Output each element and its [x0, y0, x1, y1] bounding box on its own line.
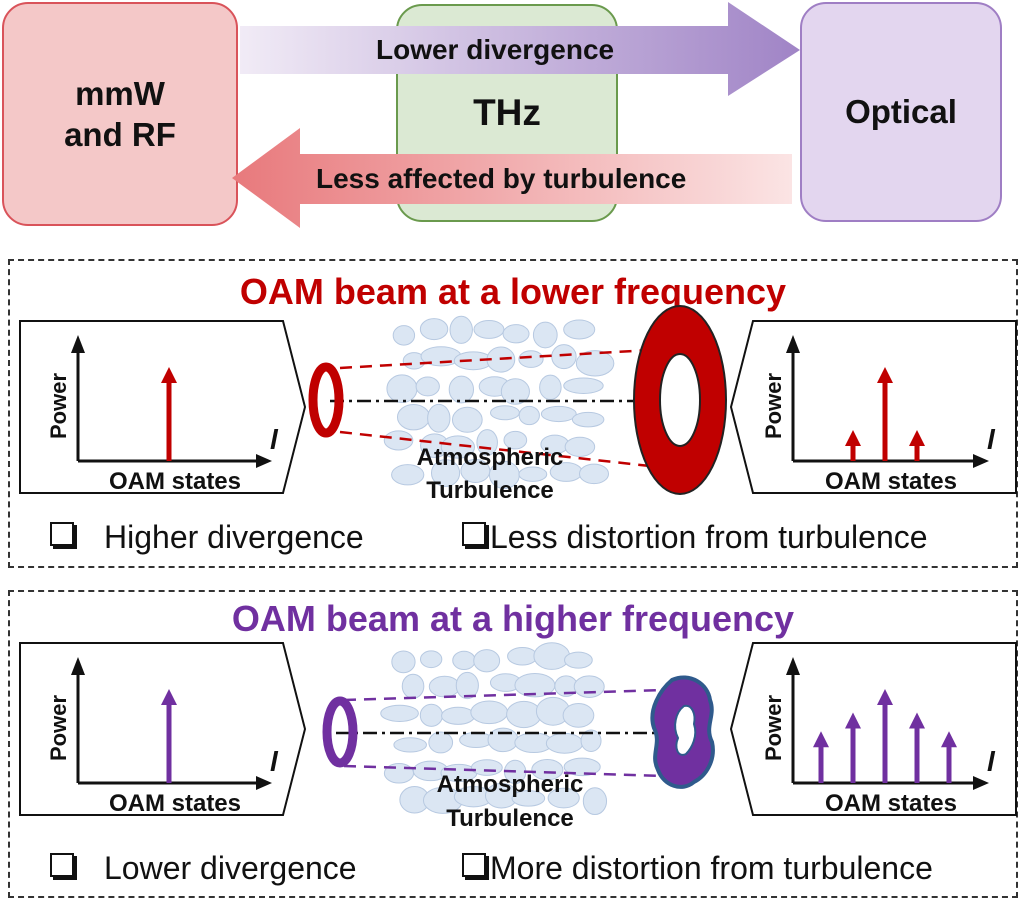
checkbox-icon — [50, 853, 74, 877]
high-check-2-label: More distortion from turbulence — [490, 850, 933, 886]
low-frequency-panel: OAM beam at a lower frequency Higher div… — [8, 259, 1018, 568]
high-check-2: More distortion from turbulence — [462, 850, 933, 887]
checkbox-icon — [462, 853, 486, 877]
checkbox-icon — [462, 522, 486, 546]
top-arrows — [232, 2, 800, 228]
optical-label: Optical — [845, 93, 957, 131]
less-turbulence-label: Less affected by turbulence — [316, 163, 687, 194]
low-panel-title: OAM beam at a lower frequency — [239, 271, 787, 312]
low-check-2-label: Less distortion from turbulence — [490, 519, 928, 555]
lower-divergence-arrow — [240, 2, 800, 96]
optical-box: Optical — [800, 2, 1002, 222]
high-check-1-label: Lower divergence — [104, 850, 357, 886]
lower-divergence-label: Lower divergence — [376, 34, 615, 65]
mmw-label-line2: and RF — [64, 116, 176, 153]
mmw-rf-box: mmW and RF — [2, 2, 238, 226]
mmw-label-line1: mmW — [75, 74, 165, 112]
low-check-1-label: Higher divergence — [104, 519, 364, 555]
thz-label: THz — [473, 91, 541, 133]
checkbox-icon — [50, 522, 74, 546]
high-frequency-panel: OAM beam at a higher frequency Lower div… — [8, 590, 1018, 898]
low-check-2: Less distortion from turbulence — [462, 519, 928, 556]
high-check-1: Lower divergence — [50, 850, 357, 887]
high-panel-title: OAM beam at a higher frequency — [231, 598, 795, 639]
low-check-1: Higher divergence — [50, 519, 364, 556]
less-turbulence-arrow — [232, 128, 792, 228]
